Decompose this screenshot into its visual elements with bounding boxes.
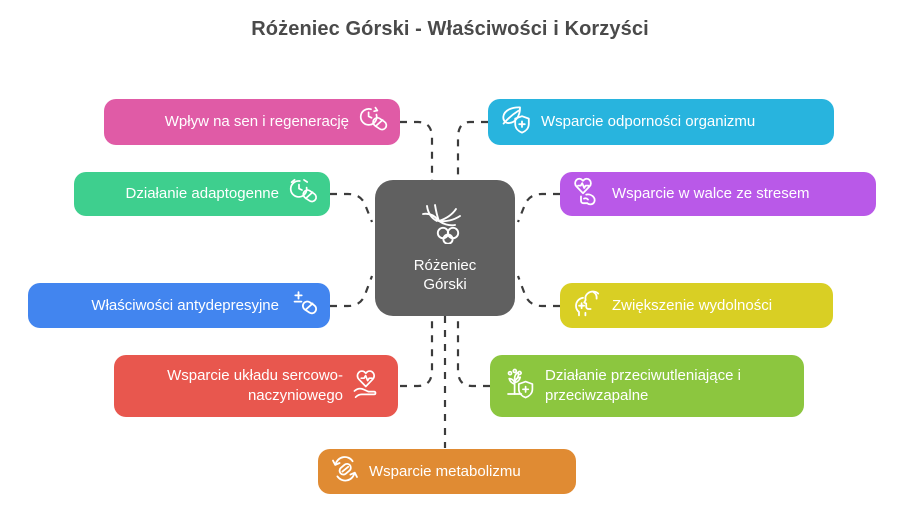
connector-antydepresyjne bbox=[330, 275, 374, 308]
plus-minus-pill-icon bbox=[288, 289, 318, 322]
node-label-sen: Wpływ na sen i regenerację bbox=[164, 113, 349, 130]
node-label-sercowo: Wsparcie układu sercowo- naczyniowego bbox=[167, 367, 343, 404]
connector-sen bbox=[400, 120, 434, 180]
heart-pulse-muscle-arm-icon bbox=[572, 177, 603, 211]
center-node-label: Różeniec Górski bbox=[413, 257, 477, 293]
node-card-metabolizm[interactable]: Wsparcie metabolizmu bbox=[318, 449, 576, 494]
node-label-stres: Wsparcie w walce ze stresem bbox=[612, 185, 810, 202]
alarm-clock-pill-icon bbox=[288, 178, 318, 211]
node-card-adaptogenne[interactable]: Działanie adaptogenne bbox=[74, 172, 330, 216]
page-title: Różeniec Górski - Właściwości i Korzyści bbox=[251, 18, 649, 40]
node-card-sen[interactable]: Wpływ na sen i regenerację bbox=[104, 99, 400, 145]
clock-pill-icon bbox=[358, 106, 388, 139]
node-card-stres[interactable]: Wsparcie w walce ze stresem bbox=[560, 172, 876, 216]
head-plus-icon bbox=[572, 289, 603, 322]
node-label-metabolizm: Wsparcie metabolizmu bbox=[369, 462, 521, 480]
connector-przeciwutleniajace bbox=[456, 316, 490, 388]
node-card-przeciwutleniajace[interactable]: Działanie przeciwutleniające i przeciwza… bbox=[490, 355, 804, 417]
center-node[interactable]: Różeniec Górski bbox=[375, 180, 515, 316]
connector-wydolnosc bbox=[516, 275, 560, 308]
node-label-odpornosc: Wsparcie odporności organizmu bbox=[541, 113, 756, 130]
node-card-wydolnosc[interactable]: Zwiększenie wydolności bbox=[560, 283, 833, 328]
connector-odpornosc bbox=[456, 120, 488, 180]
node-card-sercowo[interactable]: Wsparcie układu sercowo- naczyniowego bbox=[114, 355, 398, 417]
node-label-wydolnosc: Zwiększenie wydolności bbox=[612, 296, 773, 314]
connector-adaptogenne bbox=[330, 192, 374, 223]
connector-sercowo bbox=[400, 316, 434, 388]
metabolism-capsule-arrows-icon bbox=[330, 455, 360, 488]
leaf-shield-plus-icon bbox=[500, 105, 532, 139]
plant-shield-plus-icon bbox=[502, 368, 536, 405]
node-card-antydepresyjne[interactable]: Właściwości antydepresyjne bbox=[28, 283, 330, 328]
node-label-przeciwutleniajace: Działanie przeciwutleniające i przeciwza… bbox=[545, 367, 741, 404]
rhodiola-plant-berries-icon bbox=[419, 202, 471, 249]
node-card-odpornosc[interactable]: Wsparcie odporności organizmu bbox=[488, 99, 834, 145]
node-label-antydepresyjne: Właściwości antydepresyjne bbox=[91, 296, 279, 314]
node-label-adaptogenne: Działanie adaptogenne bbox=[125, 185, 279, 202]
connector-stres bbox=[516, 192, 560, 223]
hand-heart-pulse-icon bbox=[352, 369, 386, 404]
